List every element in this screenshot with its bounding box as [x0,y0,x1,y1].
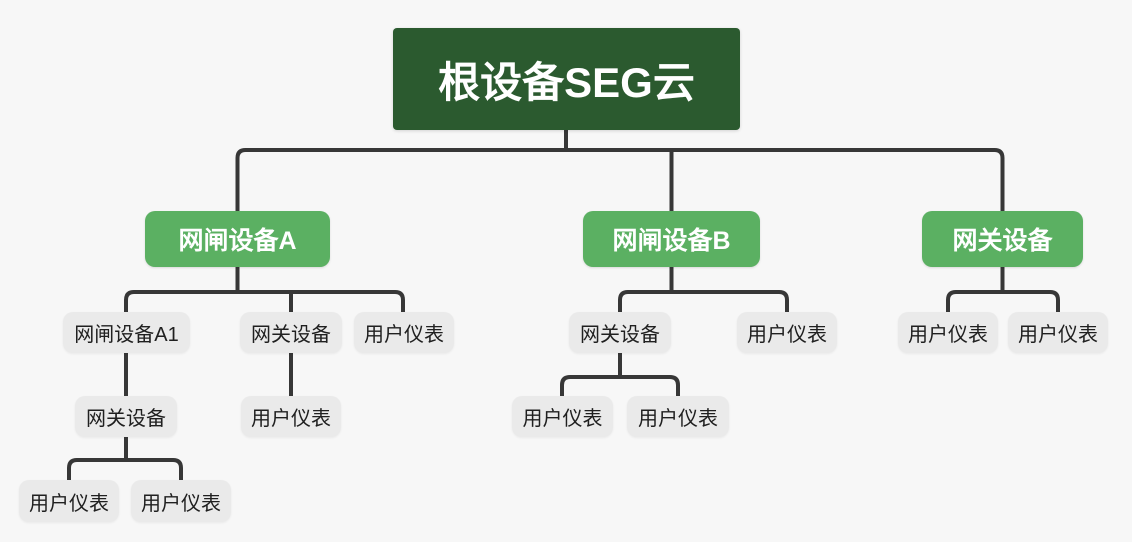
node-user-meter-under-gateway-2[interactable]: 用户仪表 [1008,312,1108,353]
node-gateway-device[interactable]: 网关设备 [922,211,1083,267]
node-root-seg-cloud[interactable]: 根设备SEG云 [393,28,740,130]
node-gap-device-a[interactable]: 网闸设备A [145,211,330,267]
node-gap-device-a1[interactable]: 网闸设备A1 [63,312,190,353]
node-user-meter-under-gateway-1[interactable]: 用户仪表 [898,312,998,353]
node-user-meter-under-a-gateway[interactable]: 用户仪表 [241,396,341,437]
node-user-meter-under-a1-gateway-2[interactable]: 用户仪表 [131,480,231,522]
node-user-meter-under-b-gateway-2[interactable]: 用户仪表 [627,396,729,437]
node-user-meter-under-a[interactable]: 用户仪表 [354,312,454,353]
node-gap-device-b[interactable]: 网闸设备B [583,211,760,267]
node-gateway-under-a1[interactable]: 网关设备 [75,396,177,437]
node-gateway-under-a[interactable]: 网关设备 [240,312,342,353]
node-user-meter-under-b-gateway-1[interactable]: 用户仪表 [512,396,613,437]
node-gateway-under-b[interactable]: 网关设备 [569,312,671,353]
node-user-meter-under-b[interactable]: 用户仪表 [737,312,837,353]
node-user-meter-under-a1-gateway-1[interactable]: 用户仪表 [19,480,119,522]
